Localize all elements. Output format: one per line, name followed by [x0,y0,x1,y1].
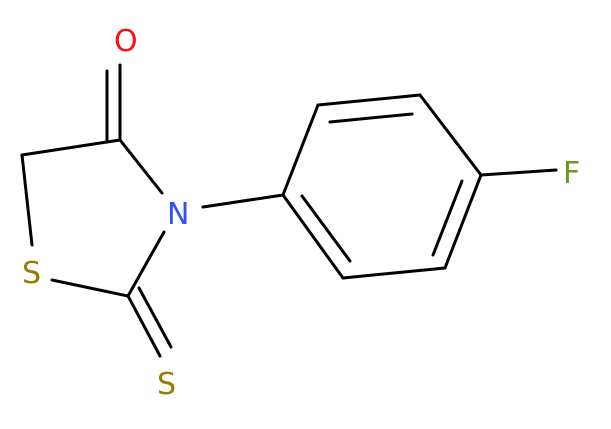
bond-c2-s2-b [137,286,173,349]
bond-ring-6 [281,193,345,280]
atom-nitrogen: N [167,197,189,232]
bond-c4-c5 [20,138,122,157]
atom-oxygen: O [114,24,138,59]
bond-c5-s1 [20,153,34,247]
bond-s1-c2 [50,278,130,298]
bond-ring-3 [418,93,483,177]
bond-ring-5 [341,266,447,280]
bond-ring-inner-1 [328,112,414,124]
bond-ring-4 [443,173,483,270]
bond-ring-2 [316,93,422,107]
bond-ring-inner-3 [300,194,352,263]
atom-sulfur-ring: S [22,256,41,291]
bond-c2-s2-a [126,294,162,358]
bond-ring-1 [281,103,320,197]
atom-sulfur-thione: S [157,367,176,402]
bond-c2-n [126,230,166,298]
bond-c4p-f [479,168,558,177]
bond-c4-n [118,138,164,195]
bond-n-c1p [201,193,285,209]
bond-ring-inner-2 [431,179,464,257]
bonds [20,63,558,358]
atom-fluorine: F [563,156,580,191]
atom-labels: O N S S F [22,24,580,402]
